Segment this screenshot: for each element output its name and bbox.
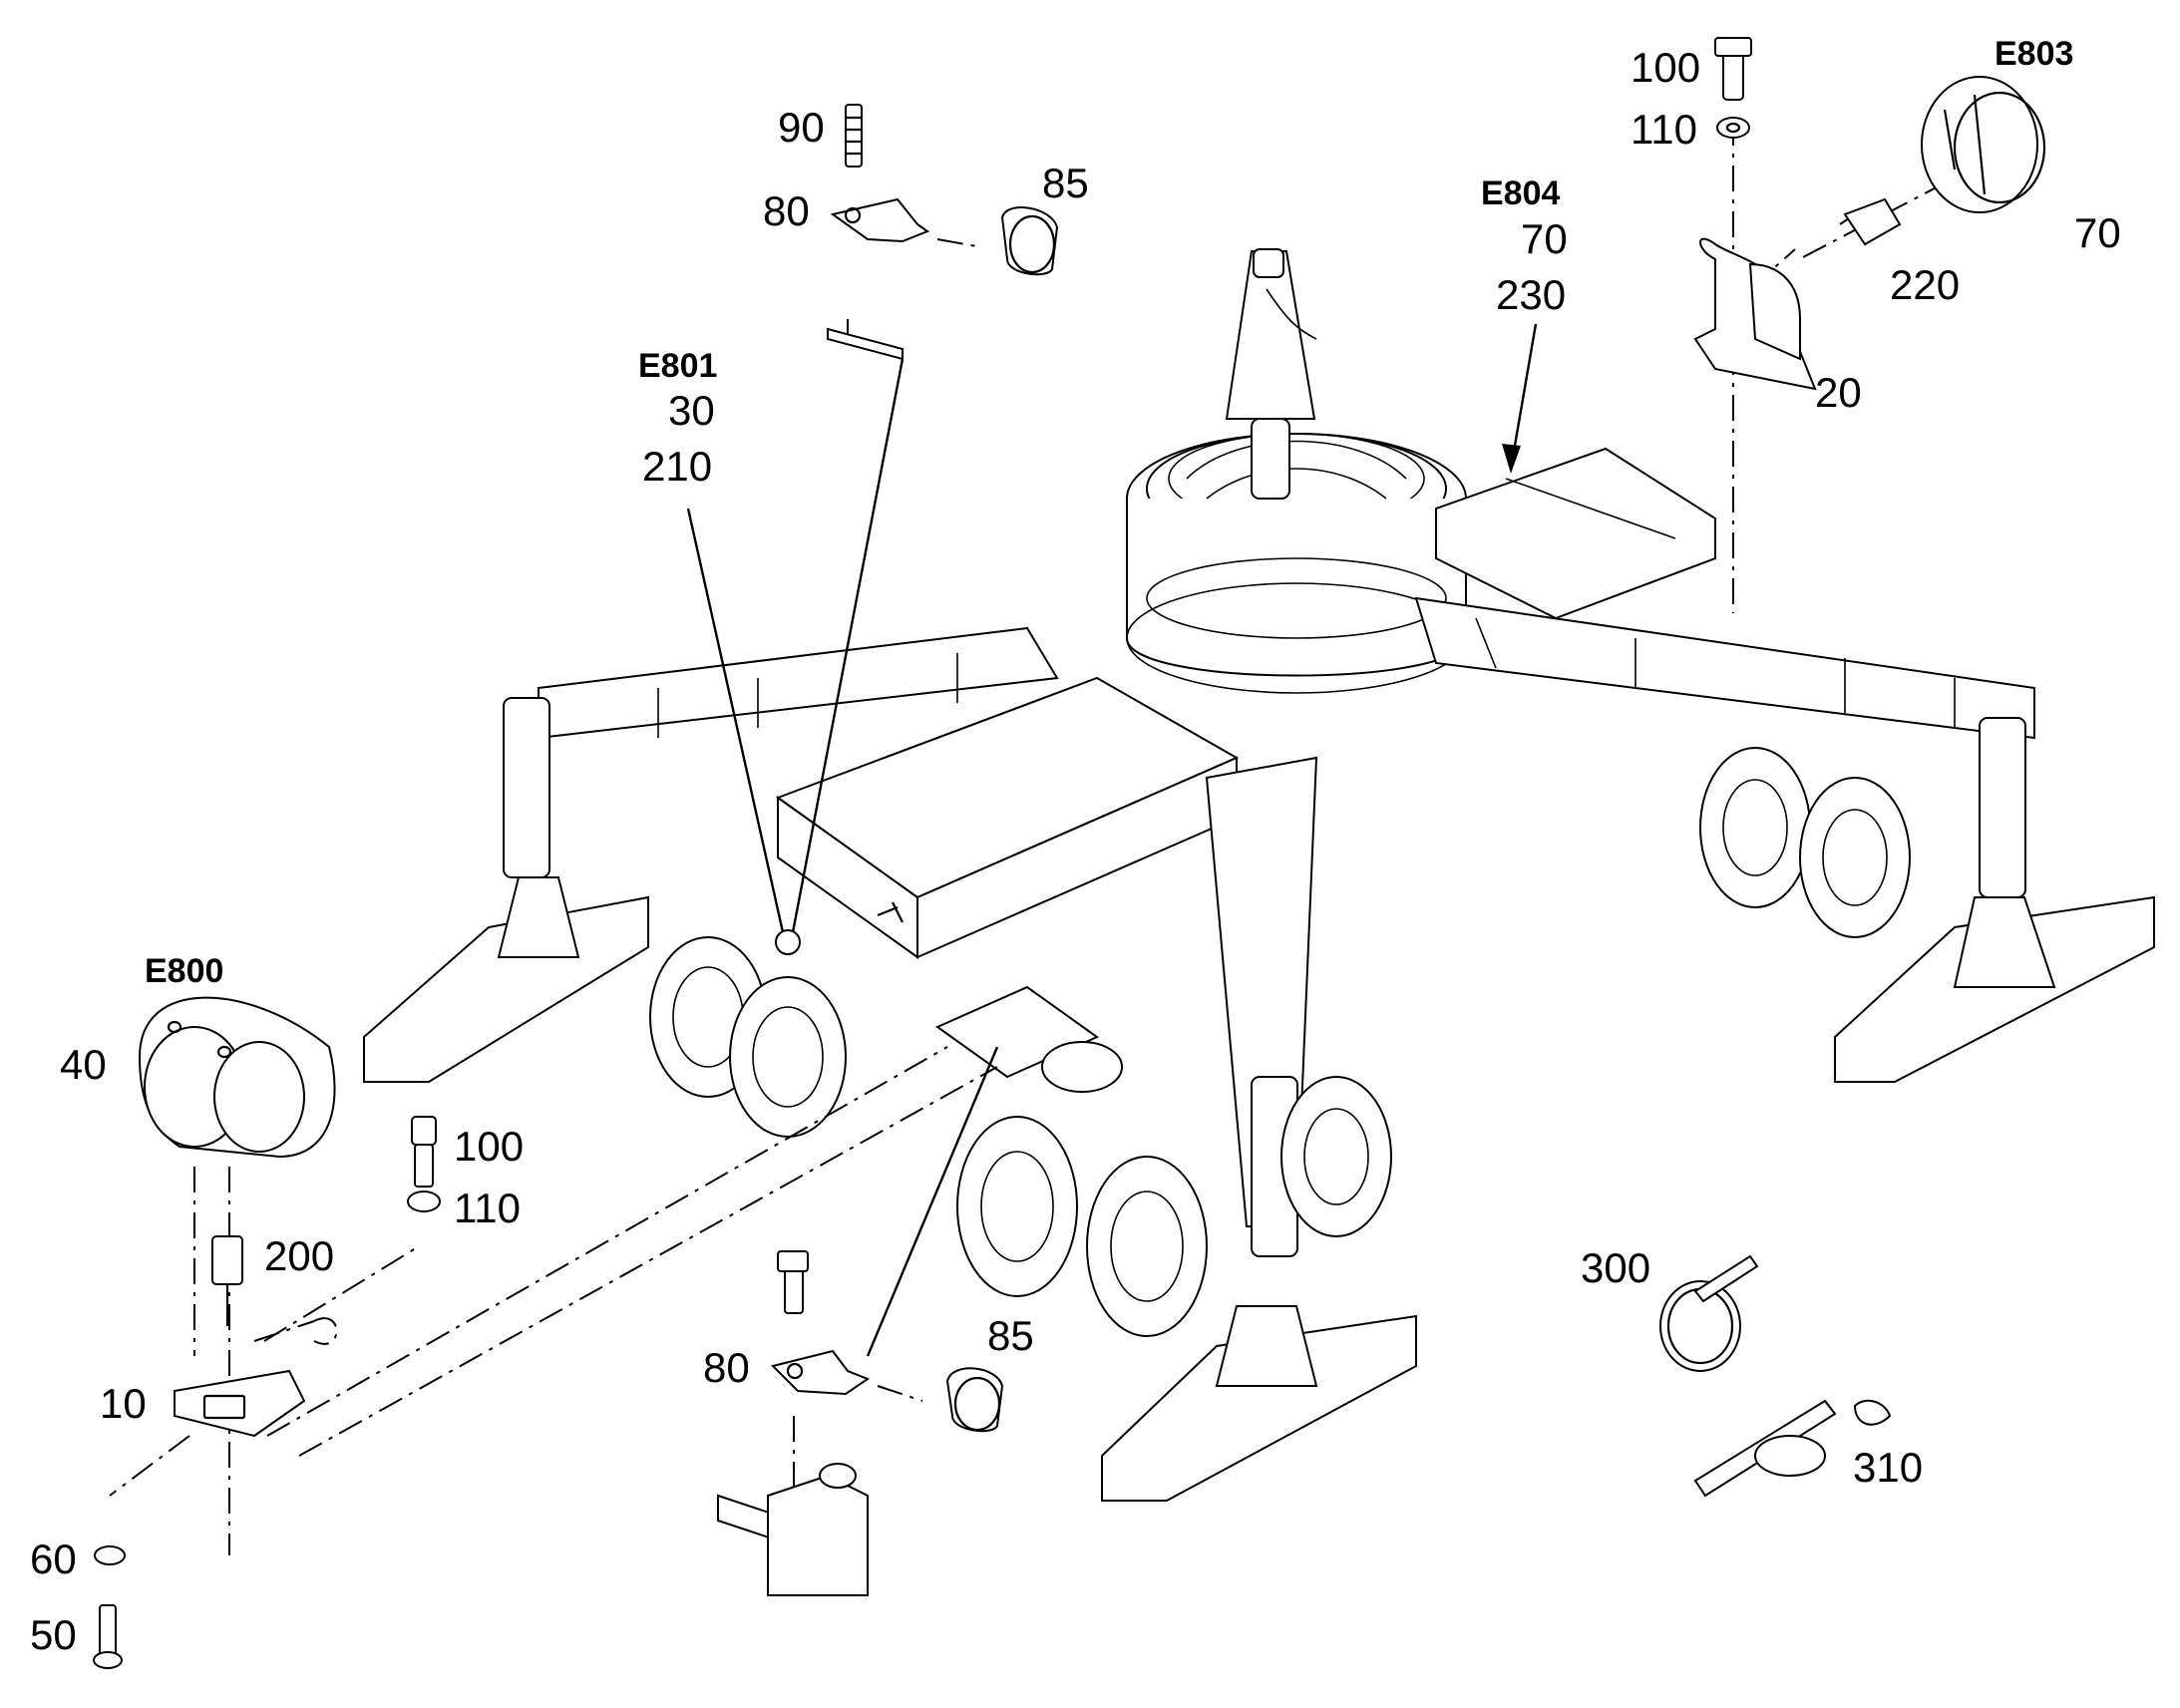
callout-40: 40 <box>60 1041 107 1088</box>
horn-e803 <box>1693 37 2046 391</box>
callout-110-left: 110 <box>454 1185 521 1231</box>
group-label-e800: E800 <box>145 952 223 990</box>
machine-assembly <box>363 248 2155 1502</box>
lamp-e800 <box>93 996 441 1669</box>
callout-300: 300 <box>1581 1244 1650 1291</box>
callout-70-mid: 70 <box>1521 215 1568 262</box>
group-label-e804: E804 <box>1481 174 1560 212</box>
callout-50: 50 <box>30 1611 77 1658</box>
assembly-lines <box>109 120 1991 1555</box>
leader-lines <box>686 323 1538 1357</box>
callout-310: 310 <box>1853 1444 1923 1491</box>
callout-30: 30 <box>668 387 715 434</box>
callout-80-top: 80 <box>763 187 810 234</box>
callout-200: 200 <box>264 1232 334 1279</box>
bracket-bottom <box>717 1250 1004 1596</box>
callout-210: 210 <box>642 443 712 490</box>
callout-20: 20 <box>1815 369 1862 416</box>
callout-60: 60 <box>30 1536 77 1582</box>
callout-230: 230 <box>1496 271 1566 318</box>
callout-220: 220 <box>1890 261 1960 308</box>
callout-85-bottom: 85 <box>987 1312 1034 1359</box>
callout-100-top: 100 <box>1631 44 1700 91</box>
callout-80-bottom: 80 <box>703 1344 750 1391</box>
callout-85-top: 85 <box>1042 160 1089 206</box>
cable-ties <box>1659 1254 1892 1498</box>
callout-10: 10 <box>100 1380 147 1427</box>
group-label-e801: E801 <box>638 347 717 385</box>
callout-110-top: 110 <box>1631 106 1697 153</box>
callout-70-right: 70 <box>2074 209 2121 256</box>
callout-90: 90 <box>778 104 825 151</box>
group-label-e803: E803 <box>1995 35 2073 73</box>
bracket-top <box>827 104 1059 361</box>
callout-100-left: 100 <box>454 1123 524 1170</box>
